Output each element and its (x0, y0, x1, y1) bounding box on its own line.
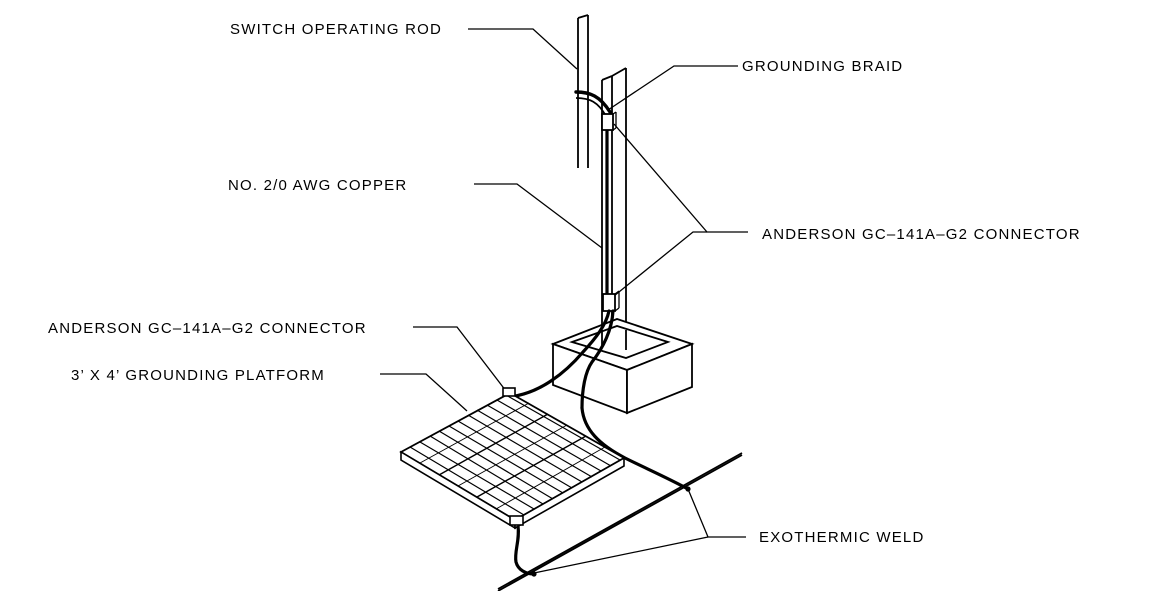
label-exothermic-weld: EXOTHERMIC WELD (759, 529, 925, 546)
exothermic-weld-lower (531, 571, 537, 577)
grounding-platform (399, 387, 626, 530)
anderson-connector-lower (602, 290, 620, 312)
label-grounding-platform: 3’ X 4’ GROUNDING PLATFORM (71, 367, 325, 384)
anderson-connector-upper (601, 111, 617, 131)
leader-anderson-left (413, 326, 507, 392)
ground-grid-conductor (497, 452, 743, 591)
leader-copper (474, 183, 603, 249)
leader-exothermic-weld-lower (533, 536, 709, 574)
leader-anderson-right-lower (613, 231, 707, 297)
leader-exothermic-weld-upper (687, 488, 746, 538)
grounding-braid (574, 90, 612, 117)
concrete-footing (550, 318, 695, 415)
leader-grounding-braid (607, 65, 738, 111)
anderson-connector-platform (502, 387, 516, 397)
label-copper-conductor: NO. 2/0 AWG COPPER (228, 177, 407, 194)
leader-switch-operating-rod (468, 28, 578, 70)
leader-grounding-platform (380, 373, 468, 412)
label-grounding-braid: GROUNDING BRAID (742, 58, 903, 75)
leader-lines (380, 28, 748, 574)
label-anderson-connector-right: ANDERSON GC–141A–G2 CONNECTOR (762, 226, 1081, 243)
leader-anderson-right-upper (613, 123, 748, 233)
label-switch-operating-rod: SWITCH OPERATING ROD (230, 21, 442, 38)
platform-corner-connector (509, 515, 524, 526)
label-anderson-connector-left: ANDERSON GC–141A–G2 CONNECTOR (48, 320, 367, 337)
exothermic-weld-upper (685, 486, 691, 492)
